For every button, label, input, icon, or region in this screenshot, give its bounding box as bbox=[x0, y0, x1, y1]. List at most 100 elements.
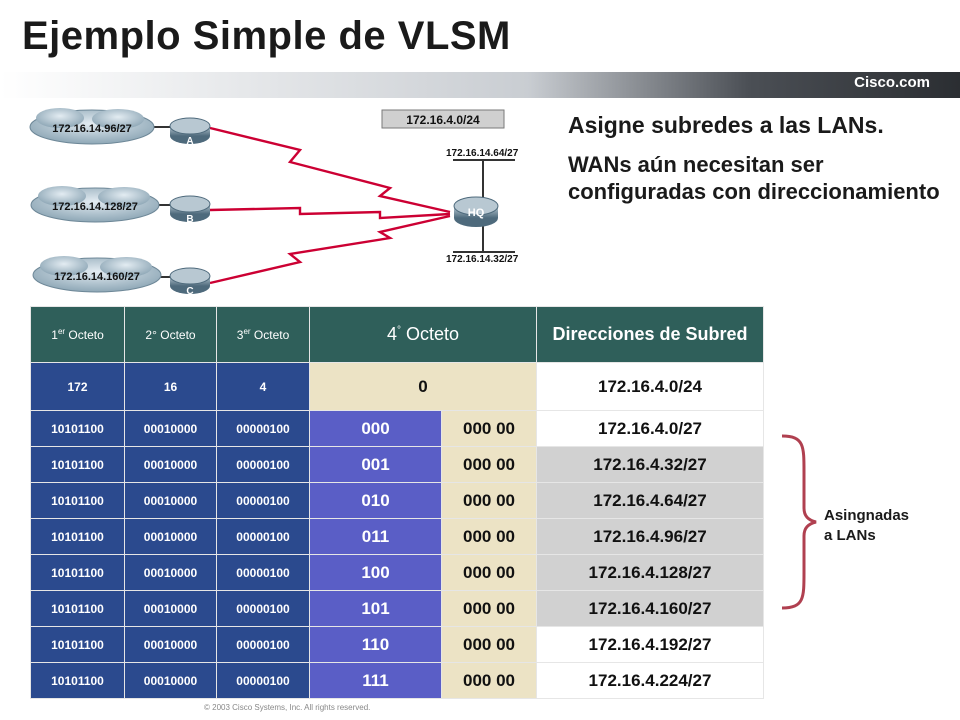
cloud-a: 172.16.14.96/27 bbox=[29, 108, 155, 145]
cloud-label-a: 172.16.14.96/27 bbox=[52, 123, 132, 135]
cell-octet-3: 00000100 bbox=[216, 518, 310, 555]
vlsm-table: 1er Octeto 2° Octeto 3er Octeto 4° Octet… bbox=[30, 306, 764, 699]
network-label-box: 172.16.4.0/24 bbox=[381, 109, 505, 129]
cell-subnet-address: 172.16.4.64/27 bbox=[536, 482, 764, 519]
cell-subnet-address: 172.16.4.0/27 bbox=[536, 410, 764, 447]
cell-o1: 172 bbox=[30, 362, 125, 411]
header-bar bbox=[0, 72, 960, 98]
cell-octet-2: 00010000 bbox=[124, 446, 217, 483]
cell-subnet-address: 172.16.4.32/27 bbox=[536, 446, 764, 483]
hq-lan-bottom-label: 172.16.14.32/27 bbox=[446, 254, 519, 265]
brace-label-line-2: a LANs bbox=[824, 527, 876, 544]
cell-host-bits: 000 00 bbox=[441, 518, 537, 555]
cloud-b: 172.16.14.128/27 bbox=[30, 186, 160, 223]
wan-link-c bbox=[209, 214, 451, 285]
table-header-row: 1er Octeto 2° Octeto 3er Octeto 4° Octet… bbox=[30, 306, 764, 363]
router-b-label: B bbox=[186, 214, 193, 225]
bullet-list: Asigne subredes a las LANs. WANs aún nec… bbox=[568, 112, 948, 217]
cell-octet-2: 00010000 bbox=[124, 410, 217, 447]
cell-octet-2: 00010000 bbox=[124, 554, 217, 591]
network-label: 172.16.4.0/24 bbox=[406, 113, 480, 127]
cell-octet-3: 00000100 bbox=[216, 410, 310, 447]
router-hq-icon: HQ bbox=[453, 196, 499, 227]
cell-subnet-bits: 111 bbox=[309, 662, 442, 699]
table-row-base: 172 16 4 0 172.16.4.0/24 bbox=[30, 362, 764, 411]
cell-octet-2: 00010000 bbox=[124, 662, 217, 699]
cell-octet-2: 00010000 bbox=[124, 626, 217, 663]
cell-octet-3: 00000100 bbox=[216, 626, 310, 663]
router-a-label: A bbox=[186, 136, 193, 147]
cell-octet-2: 00010000 bbox=[124, 482, 217, 519]
page-title: Ejemplo Simple de VLSM bbox=[22, 14, 511, 58]
brace-icon bbox=[781, 434, 817, 610]
cell-subnet-address: 172.16.4.128/27 bbox=[536, 554, 764, 591]
cell-octet-3: 00000100 bbox=[216, 482, 310, 519]
cell-host-bits: 000 00 bbox=[441, 554, 537, 591]
cell-octet-1: 10101100 bbox=[30, 554, 125, 591]
wan-link-a bbox=[209, 126, 451, 214]
copyright-text: © 2003 Cisco Systems, Inc. All rights re… bbox=[204, 703, 371, 712]
cell-subnet-address: 172.16.4.192/27 bbox=[536, 626, 764, 663]
cell-octet-1: 10101100 bbox=[30, 590, 125, 627]
cell-subnet-bits: 011 bbox=[309, 518, 442, 555]
cell-octet-3: 00000100 bbox=[216, 662, 310, 699]
brace-label-line-1: Asingnadas bbox=[824, 507, 910, 524]
cell-octet-1: 10101100 bbox=[30, 410, 125, 447]
cell-o4: 0 bbox=[309, 362, 537, 411]
router-hq-label: HQ bbox=[468, 207, 485, 219]
cell-octet-1: 10101100 bbox=[30, 662, 125, 699]
cell-octet-2: 00010000 bbox=[124, 518, 217, 555]
cell-octet-3: 00000100 bbox=[216, 590, 310, 627]
cell-o3: 4 bbox=[216, 362, 310, 411]
header-subnet: Direcciones de Subred bbox=[536, 306, 764, 363]
brace-label: Asingnadas a LANs bbox=[824, 506, 909, 546]
cell-octet-1: 10101100 bbox=[30, 518, 125, 555]
header-octet-1: 1er Octeto bbox=[30, 306, 125, 363]
cell-host-bits: 000 00 bbox=[441, 626, 537, 663]
cell-subnet-address: 172.16.4.224/27 bbox=[536, 662, 764, 699]
header-octet-2: 2° Octeto bbox=[124, 306, 217, 363]
wan-link-b bbox=[209, 206, 451, 220]
router-b-icon: B bbox=[169, 195, 211, 225]
cell-subnet-address: 172.16.4.160/27 bbox=[536, 590, 764, 627]
cell-o2: 16 bbox=[124, 362, 217, 411]
cell-octet-3: 00000100 bbox=[216, 446, 310, 483]
cell-subnet: 172.16.4.0/24 bbox=[536, 362, 764, 411]
cloud-c: 172.16.14.160/27 bbox=[32, 256, 162, 293]
cell-subnet-bits: 101 bbox=[309, 590, 442, 627]
hq-lan-lines bbox=[453, 159, 515, 253]
cell-subnet-bits: 100 bbox=[309, 554, 442, 591]
cell-subnet-bits: 110 bbox=[309, 626, 442, 663]
router-c-label: C bbox=[186, 286, 193, 297]
header-octet-3: 3er Octeto bbox=[216, 306, 310, 363]
cell-octet-1: 10101100 bbox=[30, 482, 125, 519]
wan-links bbox=[209, 126, 451, 285]
cell-octet-1: 10101100 bbox=[30, 626, 125, 663]
cell-host-bits: 000 00 bbox=[441, 482, 537, 519]
cell-octet-3: 00000100 bbox=[216, 554, 310, 591]
cell-octet-2: 00010000 bbox=[124, 590, 217, 627]
cisco-brand: Cisco.com bbox=[854, 74, 930, 91]
bullet-2: WANs aún necesitan ser configuradas con … bbox=[568, 152, 940, 204]
cell-subnet-bits: 001 bbox=[309, 446, 442, 483]
header-octet-4: 4° Octeto bbox=[309, 306, 537, 363]
cell-octet-1: 10101100 bbox=[30, 446, 125, 483]
cell-host-bits: 000 00 bbox=[441, 662, 537, 699]
cloud-label-b: 172.16.14.128/27 bbox=[52, 201, 138, 213]
hq-lan-top-label: 172.16.14.64/27 bbox=[446, 148, 519, 159]
network-diagram: 172.16.14.96/27 172.16.14.128/27 172.16.… bbox=[29, 108, 519, 297]
router-a-icon: A bbox=[169, 117, 211, 147]
cell-subnet-bits: 000 bbox=[309, 410, 442, 447]
cell-subnet-bits: 010 bbox=[309, 482, 442, 519]
cell-subnet-address: 172.16.4.96/27 bbox=[536, 518, 764, 555]
bullet-1: Asigne subredes a las LANs. bbox=[568, 112, 884, 138]
cell-host-bits: 000 00 bbox=[441, 410, 537, 447]
